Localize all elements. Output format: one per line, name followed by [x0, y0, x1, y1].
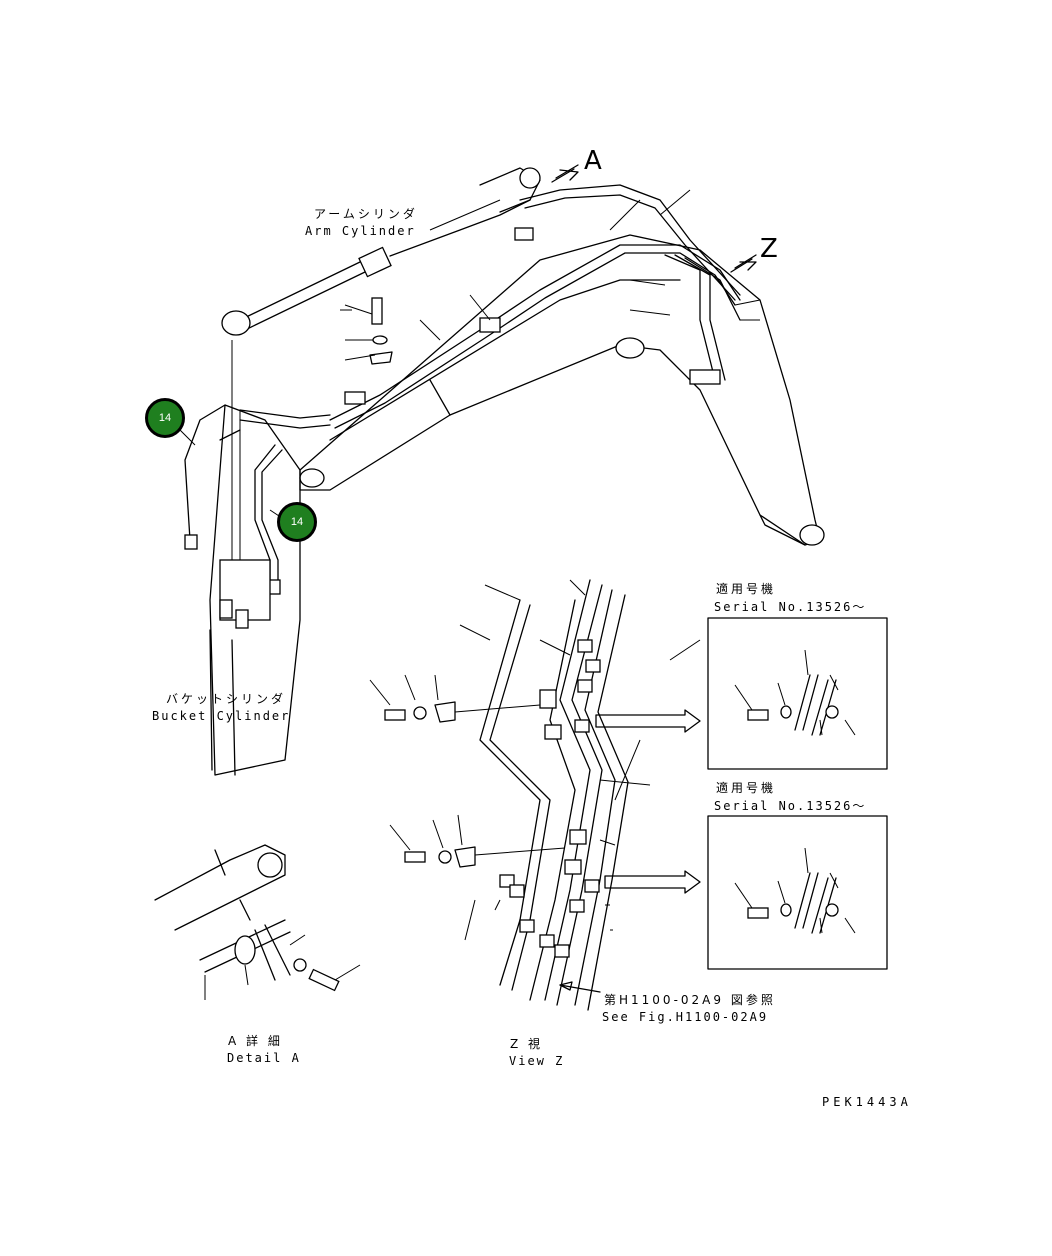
- serial-box-upper: [707, 617, 888, 770]
- bucket-cylinder-label-jp: バケットシリンダ: [166, 692, 287, 706]
- serial-number-label-2: Serial No.13526～: [714, 799, 867, 813]
- arm-cylinder-label-jp: アームシリンダ: [314, 207, 418, 221]
- part-callout-14-lower[interactable]: 14: [277, 502, 317, 542]
- part-callout-14-upper[interactable]: 14: [145, 398, 185, 438]
- see-figure-label-en: See Fig.H1100-02A9: [602, 1010, 769, 1024]
- serial-number-label-1: Serial No.13526～: [714, 600, 867, 614]
- arm-assembly: [179, 164, 825, 776]
- detail-a-label-en: Detail A: [227, 1051, 301, 1065]
- arrow-a-label: A: [584, 146, 602, 176]
- applicable-machine-label-1: 適用号機: [716, 582, 777, 596]
- view-z-label-en: View Z: [509, 1054, 565, 1068]
- view-z-label-jp: Z 視: [510, 1037, 544, 1051]
- bucket-cylinder-label-en: Bucket Cylinder: [152, 709, 291, 723]
- drawing-code: PEK1443A: [822, 1095, 912, 1109]
- arrow-z-label: Z: [760, 234, 778, 264]
- serial-box-lower: [707, 815, 888, 970]
- arm-cylinder-label-en: Arm Cylinder: [305, 224, 416, 238]
- view-z-drawing: [369, 579, 701, 1011]
- applicable-machine-label-2: 適用号機: [716, 781, 777, 795]
- see-figure-label-jp: 第H1100-02A9 図参照: [604, 993, 776, 1007]
- detail-a-label-jp: A 詳 細: [228, 1034, 283, 1048]
- detail-a-drawing: [154, 844, 361, 1000]
